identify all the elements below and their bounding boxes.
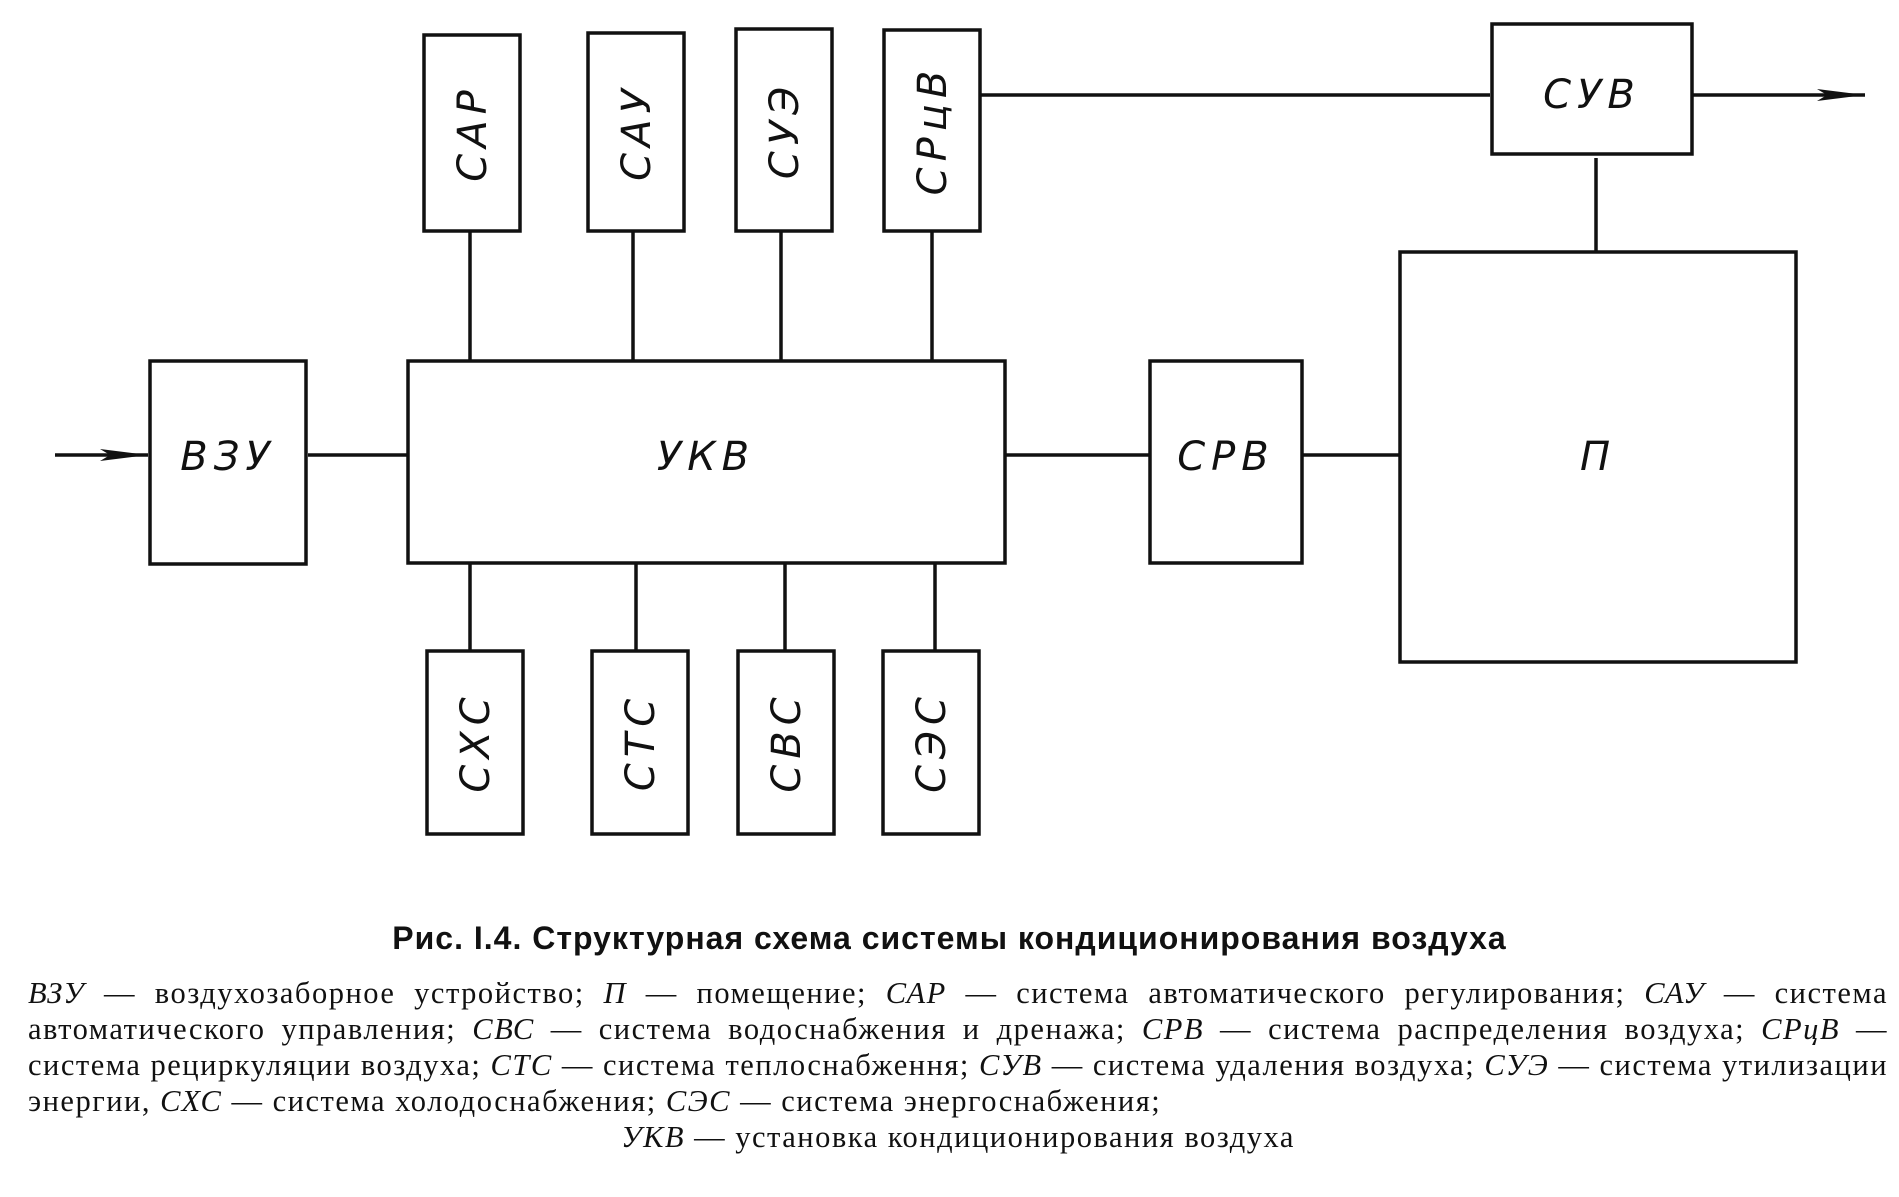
legend-entry: СВС — система водоснабжения и дренажа; [472,1012,1142,1046]
legend-text: — система теплоснабження; [552,1048,980,1082]
block-sxs-label: СХС [453,691,499,792]
block-sts-label: СТС [618,693,664,791]
figure-legend: ВЗУ — воздухозаборное устройство; П — по… [28,975,1888,1155]
legend-text: — система рециркуляции воздуха; [28,1012,1889,1082]
legend-text: — система автоматического регулирования; [946,976,1645,1010]
block-p: П [1398,250,1798,664]
legend-entry: СУВ — система удаления воздуха; [979,1048,1484,1082]
legend-entry: СЭС — система энергоснабжения; [666,1084,1161,1118]
legend-text: — система автоматического управления; [28,976,1888,1046]
legend-entry: УКВ — установка кондиционирования воздух… [28,1119,1888,1155]
legend-entry: ВЗУ — воздухозаборное устройство; [28,976,604,1010]
legend-abbr: САР [885,976,947,1010]
block-srv-label: СРВ [1177,434,1275,480]
legend-abbr: ВЗУ [28,976,86,1010]
block-srcv-label: СРцВ [910,65,956,196]
legend-abbr: СУВ [979,1048,1043,1082]
block-p-label: П [1580,434,1616,480]
legend-abbr: СУЭ [1484,1048,1550,1082]
block-srcv: СРцВ [882,28,982,233]
figure-caption: Рис. I.4. Структурная схема системы конд… [392,920,1507,956]
legend-abbr: СХС [160,1084,223,1118]
legend-entry: СУЭ — система утилизации энергии, [28,1048,1888,1118]
legend-abbr: СРцВ [1761,1012,1840,1046]
block-sau: САУ [586,31,686,233]
block-srv: СРВ [1148,359,1304,565]
block-sts: СТС [590,649,690,836]
block-suv: СУВ [1490,22,1694,156]
legend-abbr: П [603,976,628,1010]
block-ukv: УКВ [406,359,1007,565]
legend-abbr: СТС [490,1048,553,1082]
block-sxs: СХС [425,649,525,836]
legend-abbr: СЭС [665,1084,732,1118]
legend-entry: СХС — система холодоснабжения; [160,1084,666,1118]
legend-abbr: СРВ [1141,1012,1205,1046]
legend-entry: СРВ — система распределения воздуха; [1142,1012,1761,1046]
block-vzu: ВЗУ [148,359,308,566]
block-sar: САР [422,33,522,233]
legend-text: — установка кондиционирования воздуха [685,1120,1295,1154]
block-vzu-label: ВЗУ [180,434,275,480]
block-svs: СВС [736,649,836,836]
legend-text: — система распределения воздуха; [1204,1012,1762,1046]
legend-text: — система холодоснабжения; [222,1084,666,1118]
block-suv-label: СУВ [1543,72,1641,118]
legend-text: — система удаления воздуха; [1042,1048,1485,1082]
legend-text: — помещение; [627,976,886,1010]
legend-entry: СТС — система теплоснабження; [491,1048,979,1082]
legend-text: — система энергоснабжения; [731,1084,1162,1118]
legend-text: — воздухозаборное устройство; [85,976,604,1010]
block-sue: СУЭ [734,27,834,233]
legend-entry: САУ — система автоматического управления… [28,976,1888,1046]
legend-abbr: УКВ [621,1120,685,1154]
legend-entry: САР — система автоматического регулирова… [886,976,1644,1010]
block-sau-label: САУ [614,83,660,181]
block-sue-label: СУЭ [762,81,808,179]
block-ses: СЭС [881,649,981,836]
block-sar-label: САР [450,84,496,181]
block-svs-label: СВС [764,691,810,792]
legend-text: — система водоснабжения и дренажа; [534,1012,1142,1046]
block-ses-label: СЭС [909,691,955,793]
legend-abbr: САУ [1644,976,1706,1010]
ahu-structure-diagram: ВЗУ УКВ СРВ П СУВ САР САУ СУЭ СРцВ СХС С… [55,22,1865,836]
block-ukv-label: УКВ [657,434,755,480]
legend-abbr: СВС [472,1012,535,1046]
legend-entry: СРцВ — система рециркуляции воздуха; [28,1012,1888,1082]
legend-entry: П — помещение; [604,976,886,1010]
legend-text: — система утилизации энергии, [28,1048,1889,1118]
